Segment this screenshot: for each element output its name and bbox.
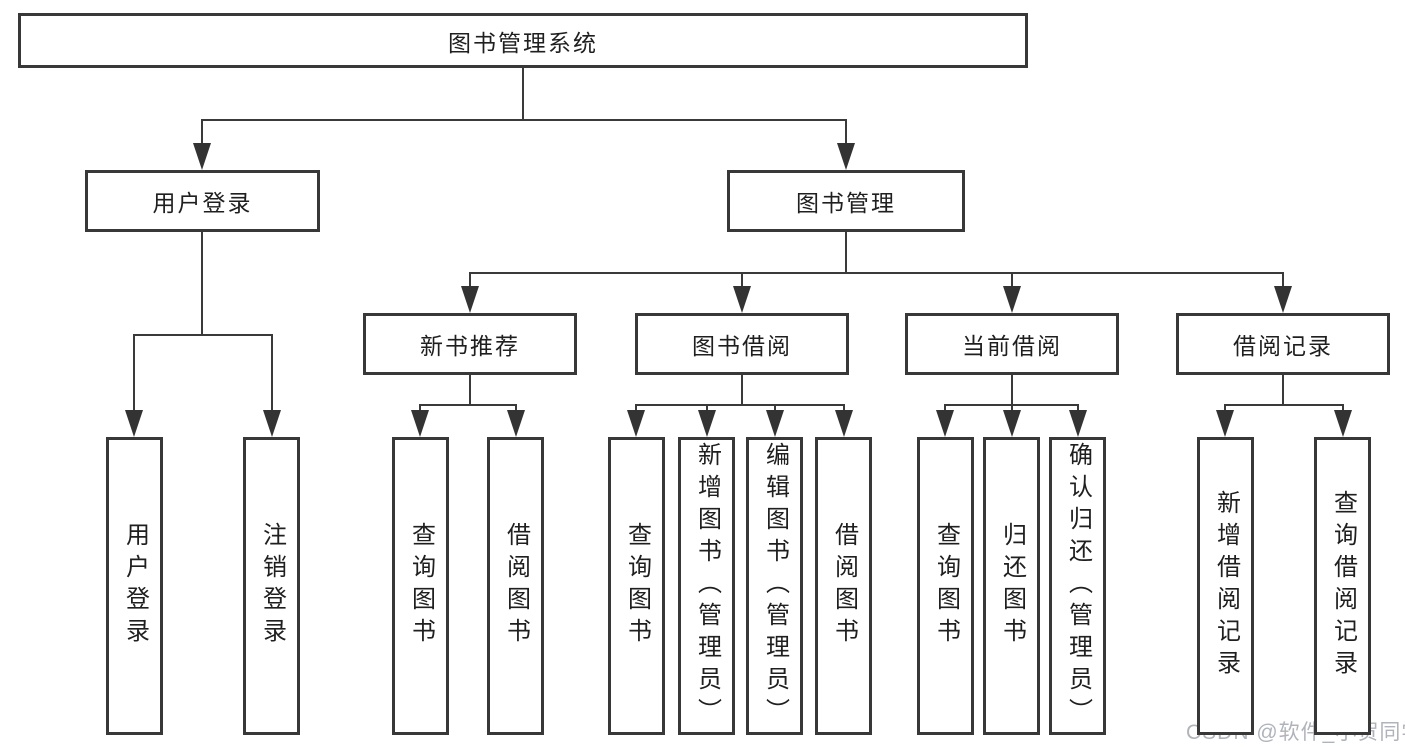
arrow-down-icon	[263, 335, 281, 437]
node-label: 查询借阅记录	[1329, 490, 1357, 682]
node-current-borrow: 当前借阅	[905, 313, 1119, 375]
node-borrow-record: 借阅记录	[1176, 313, 1390, 375]
arrow-down-icon	[698, 405, 716, 437]
node-label: 查询图书	[407, 522, 435, 650]
arrow-down-icon	[766, 405, 784, 437]
arrow-down-icon	[1334, 405, 1352, 437]
node-leaf-query-book-rec: 查询图书	[392, 437, 449, 735]
node-label: 新增借阅记录	[1212, 490, 1240, 682]
node-user-login: 用户登录	[85, 170, 320, 232]
connector-line	[1282, 375, 1284, 405]
connector-line	[133, 334, 273, 336]
arrow-down-icon	[461, 273, 479, 313]
node-label: 图书管理系统	[448, 29, 598, 56]
arrow-down-icon	[1069, 405, 1087, 437]
arrow-down-icon	[936, 405, 954, 437]
connector-line	[419, 404, 517, 406]
node-root: 图书管理系统	[18, 13, 1028, 68]
node-leaf-logout: 注销登录	[243, 437, 300, 735]
arrow-down-icon	[411, 405, 429, 437]
node-label: 借阅记录	[1233, 333, 1333, 359]
node-leaf-borrow-book-borrow: 借阅图书	[815, 437, 872, 735]
node-book-borrow: 图书借阅	[635, 313, 849, 375]
connector-line	[469, 375, 471, 405]
node-label: 图书管理	[796, 190, 896, 216]
connector-line	[741, 375, 743, 405]
connector-line	[1224, 404, 1344, 406]
node-label: 注销登录	[258, 522, 286, 650]
node-label: 确认归还（管理员）	[1064, 442, 1092, 730]
node-label: 借阅图书	[830, 522, 858, 650]
connector-line	[845, 232, 847, 273]
node-leaf-return-book: 归还图书	[983, 437, 1040, 735]
node-leaf-borrow-book-rec: 借阅图书	[487, 437, 544, 735]
node-leaf-query-book-current: 查询图书	[917, 437, 974, 735]
arrow-down-icon	[1003, 273, 1021, 313]
node-label: 新书推荐	[420, 333, 520, 359]
arrow-down-icon	[1274, 273, 1292, 313]
node-leaf-add-book-admin: 新增图书（管理员）	[678, 437, 735, 735]
arrow-down-icon	[507, 405, 525, 437]
node-label: 当前借阅	[962, 333, 1062, 359]
connector-line	[1011, 375, 1013, 405]
node-label: 归还图书	[998, 522, 1026, 650]
node-label: 新增图书（管理员）	[693, 442, 721, 730]
connector-line	[201, 119, 847, 121]
node-label: 用户登录	[121, 522, 149, 650]
node-label: 编辑图书（管理员）	[761, 442, 789, 730]
arrow-down-icon	[1003, 405, 1021, 437]
connector-line	[469, 272, 1284, 274]
arrow-down-icon	[627, 405, 645, 437]
arrow-down-icon	[733, 273, 751, 313]
node-leaf-confirm-return-admin: 确认归还（管理员）	[1049, 437, 1106, 735]
node-label: 查询图书	[623, 522, 651, 650]
arrow-down-icon	[835, 405, 853, 437]
node-label: 图书借阅	[692, 333, 792, 359]
node-leaf-query-book-borrow: 查询图书	[608, 437, 665, 735]
node-book-mgmt: 图书管理	[727, 170, 965, 232]
node-leaf-user-login: 用户登录	[106, 437, 163, 735]
node-label: 借阅图书	[502, 522, 530, 650]
connector-line	[522, 68, 524, 120]
arrow-down-icon	[837, 120, 855, 170]
node-new-book-rec: 新书推荐	[363, 313, 577, 375]
connector-line	[635, 404, 845, 406]
arrow-down-icon	[125, 335, 143, 437]
node-label: 用户登录	[152, 190, 253, 216]
arrow-down-icon	[193, 120, 211, 170]
arrow-down-icon	[1216, 405, 1234, 437]
node-label: 查询图书	[932, 522, 960, 650]
connector-line	[201, 232, 203, 335]
node-leaf-query-borrow-record: 查询借阅记录	[1314, 437, 1371, 735]
node-leaf-edit-book-admin: 编辑图书（管理员）	[746, 437, 803, 735]
node-leaf-add-borrow-record: 新增借阅记录	[1197, 437, 1254, 735]
